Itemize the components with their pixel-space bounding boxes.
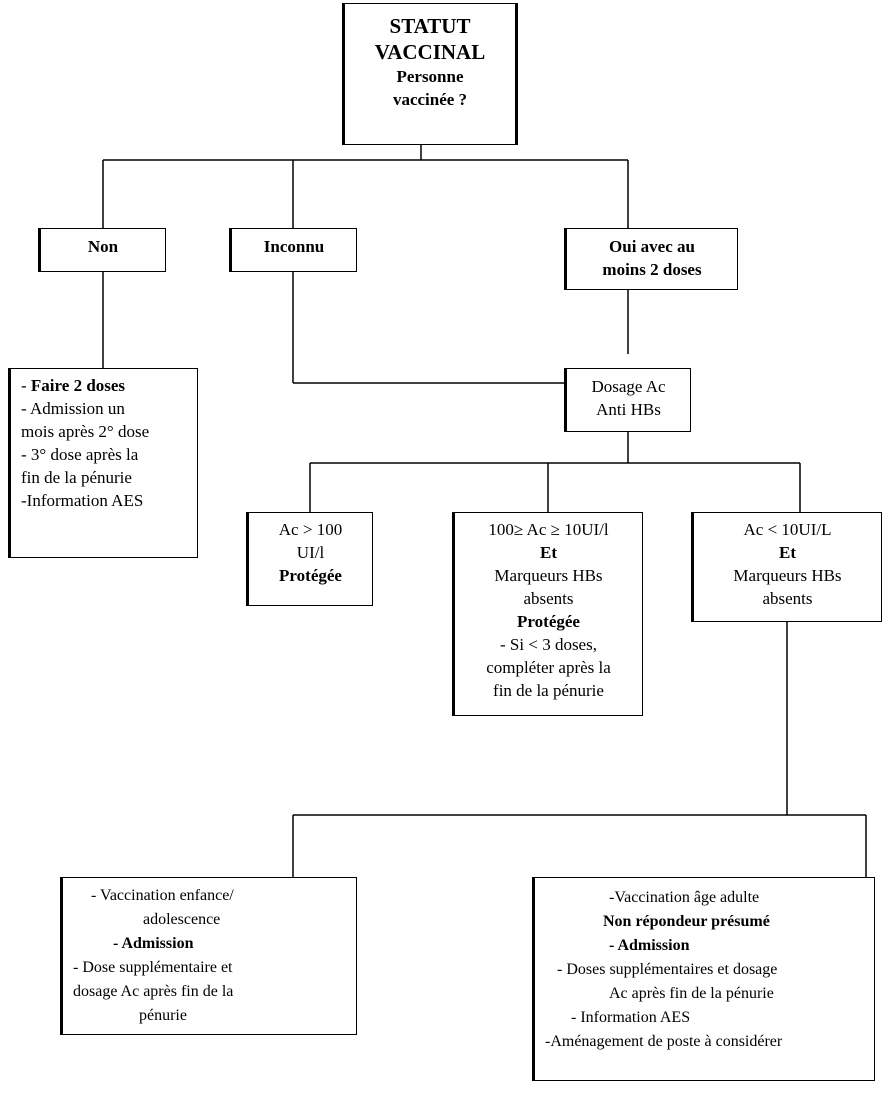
result-low-line3: Marqueurs HBs	[733, 566, 842, 585]
non-actions-box: - Faire 2 doses - Admission un mois aprè…	[8, 368, 198, 558]
result-low-line1: Ac < 10UI/L	[743, 520, 832, 539]
adult-line7: -Aménagement de poste à considérer	[545, 1033, 783, 1050]
result-low-line2: Et	[779, 543, 796, 562]
child-line5: dosage Ac après fin de la	[73, 983, 234, 1000]
dosage-line2: Anti HBs	[596, 400, 661, 419]
branch-node-inconnu: Inconnu	[229, 228, 357, 272]
result-mid-node: 100≥ Ac ≥ 10UI/l Et Marqueurs HBs absent…	[452, 512, 643, 716]
dosage-node: Dosage Ac Anti HBs	[564, 368, 691, 432]
root-question-line1: Personne	[396, 67, 464, 86]
adult-vaccination-box: -Vaccination âge adulte Non répondeur pr…	[532, 877, 875, 1081]
non-action-line5: fin de la pénurie	[21, 468, 132, 487]
child-line2: adolescence	[143, 911, 221, 928]
adult-admission: - Admission	[609, 937, 690, 954]
result-mid-status: Protégée	[517, 612, 580, 631]
child-admission: - Admission	[113, 935, 194, 952]
branch-node-oui: Oui avec au moins 2 doses	[564, 228, 738, 290]
adult-line6: - Information AES	[571, 1009, 691, 1026]
branch-oui-line1: Oui avec au	[609, 237, 695, 256]
result-mid-line4: absents	[523, 589, 574, 608]
dosage-line1: Dosage Ac	[591, 377, 666, 396]
adult-line4: - Doses supplémentaires et dosage	[557, 961, 778, 978]
adult-line5: Ac après fin de la pénurie	[609, 985, 774, 1002]
non-action-line2: - Admission un	[21, 399, 125, 418]
child-vaccination-box: - Vaccination enfance/ adolescence - Adm…	[60, 877, 357, 1035]
result-low-node: Ac < 10UI/L Et Marqueurs HBs absents	[691, 512, 882, 622]
root-title-line1: STATUT	[389, 14, 471, 38]
result-mid-line1: 100≥ Ac ≥ 10UI/l	[488, 520, 609, 539]
root-title-line2: VACCINAL	[374, 40, 486, 64]
result-high-line1: Ac > 100	[278, 520, 343, 539]
non-action-line3: mois après 2° dose	[21, 422, 150, 441]
result-mid-line8: fin de la pénurie	[493, 681, 604, 700]
child-line1: - Vaccination enfance/	[91, 887, 234, 904]
result-mid-line2: Et	[540, 543, 557, 562]
result-mid-line6: - Si < 3 doses,	[500, 635, 597, 654]
adult-line1: -Vaccination âge adulte	[609, 889, 760, 906]
non-action-line4: - 3° dose après la	[21, 445, 139, 464]
root-node-vaccination-status: STATUT VACCINAL Personne vaccinée ?	[342, 3, 518, 145]
branch-non-label: Non	[87, 237, 119, 256]
child-line6: pénurie	[139, 1007, 187, 1024]
result-mid-line3: Marqueurs HBs	[494, 566, 603, 585]
result-low-line4: absents	[762, 589, 813, 608]
child-line4: - Dose supplémentaire et	[73, 959, 233, 976]
branch-inconnu-label: Inconnu	[263, 237, 325, 256]
result-high-status: Protégée	[279, 566, 342, 585]
branch-node-non: Non	[38, 228, 166, 272]
branch-oui-line2: moins 2 doses	[602, 260, 702, 279]
result-high-node: Ac > 100 UI/l Protégée	[246, 512, 373, 606]
non-action-line1: - Faire 2 doses	[21, 376, 126, 395]
adult-non-responder: Non répondeur présumé	[603, 913, 770, 930]
non-action-line6: -Information AES	[21, 491, 144, 510]
result-mid-line7: compléter après la	[486, 658, 611, 677]
result-high-line2: UI/l	[296, 543, 325, 562]
root-question-line2: vaccinée ?	[392, 90, 468, 109]
